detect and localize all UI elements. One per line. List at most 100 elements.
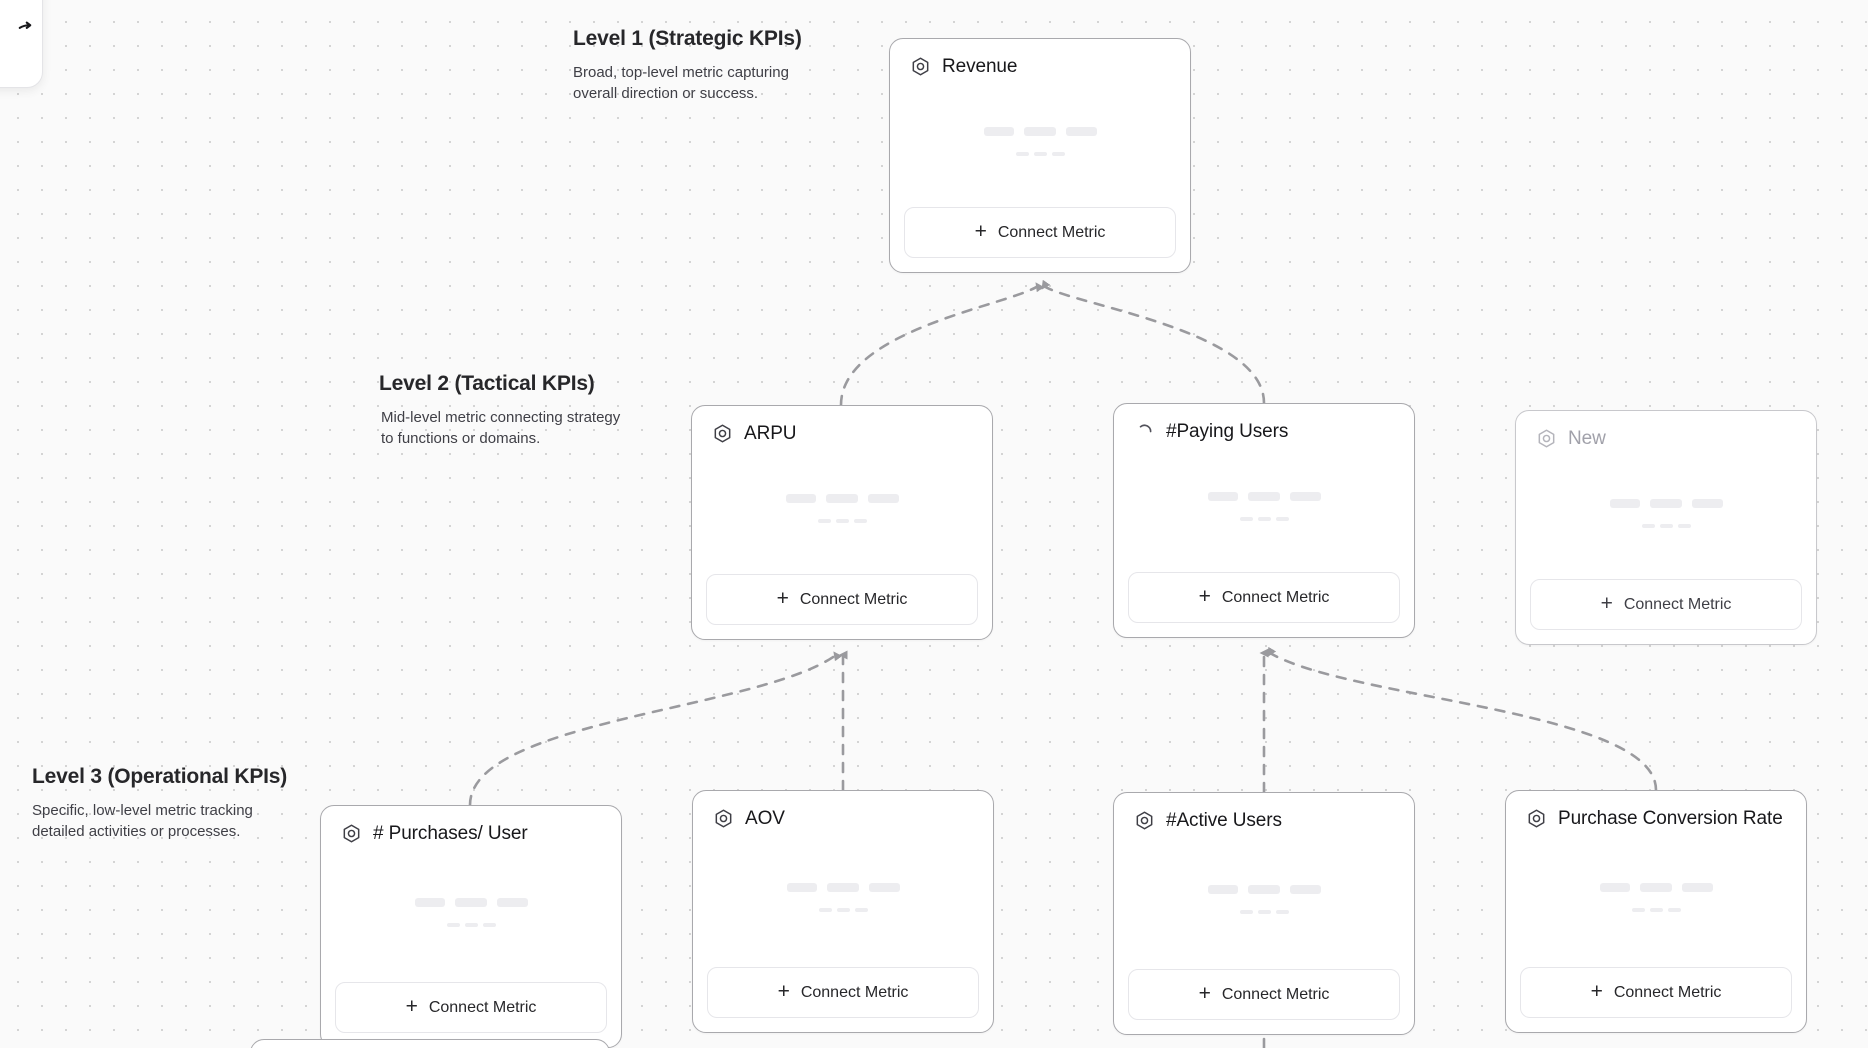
skeleton-bar	[868, 882, 900, 892]
skeleton-bar	[1681, 882, 1713, 892]
skeleton-bar	[1289, 884, 1321, 894]
skeleton-bar	[825, 493, 858, 503]
card-skeleton-body	[1506, 829, 1806, 967]
card-title: ARPU	[744, 423, 797, 444]
connect-metric-button[interactable]: + Connect Metric	[1128, 572, 1400, 623]
card-title: New	[1568, 428, 1606, 449]
level-3-descriptor: Level 3 (Operational KPIs) Specific, low…	[32, 765, 294, 843]
skeleton-bar	[1641, 523, 1655, 528]
skeleton-bar	[1207, 491, 1238, 501]
card-title: # Purchases/ User	[373, 823, 528, 844]
connect-metric-button[interactable]: + Connect Metric	[1520, 967, 1792, 1018]
skeleton-bar	[1207, 884, 1238, 894]
card-header: ARPU	[692, 406, 992, 444]
connect-metric-button[interactable]: + Connect Metric	[707, 967, 979, 1018]
card-skeleton-body	[1516, 449, 1816, 579]
card-skeleton-body	[693, 829, 993, 967]
skeleton-bar	[1609, 498, 1640, 508]
skeleton-bar	[836, 907, 850, 912]
skeleton-row-secondary	[446, 922, 496, 927]
level-2-title: Level 2 (Tactical KPIs)	[379, 372, 595, 395]
skeleton-bar	[1247, 884, 1280, 894]
metric-card-active-users[interactable]: #Active Users + Connect Metric	[1113, 792, 1415, 1035]
edge-purchases-to-arpu	[468, 651, 843, 807]
metric-card-paying-users[interactable]: #Paying Users + Connect Metric	[1113, 403, 1415, 638]
floating-panel-fragment[interactable]	[0, 0, 43, 88]
skeleton-bar	[496, 897, 528, 907]
skeleton-row-secondary	[1239, 516, 1289, 521]
skeleton-bar	[1239, 516, 1253, 521]
skeleton-row-primary	[1207, 884, 1321, 894]
metric-card-offscreen-partial[interactable]	[250, 1039, 610, 1048]
skeleton-row-primary	[414, 897, 528, 907]
level-2-descriptor: Level 2 (Tactical KPIs) Mid-level metric…	[379, 372, 629, 450]
skeleton-row-primary	[1207, 491, 1321, 501]
plus-icon: +	[1590, 980, 1603, 1003]
skeleton-bar	[1639, 882, 1672, 892]
connect-metric-label: Connect Metric	[997, 223, 1106, 241]
skeleton-bar	[1631, 907, 1645, 912]
card-skeleton-body	[1114, 442, 1414, 572]
connect-metric-button[interactable]: + Connect Metric	[335, 982, 607, 1033]
skeleton-row-secondary	[1239, 909, 1289, 914]
plus-icon: +	[1198, 982, 1211, 1005]
connect-metric-label: Connect Metric	[1221, 985, 1330, 1003]
connect-metric-button[interactable]: + Connect Metric	[1530, 579, 1802, 630]
card-header: AOV	[693, 791, 993, 829]
spinner-icon	[1139, 424, 1152, 433]
skeleton-bar	[785, 493, 816, 503]
plus-icon: +	[776, 587, 789, 610]
skeleton-bar	[1257, 516, 1271, 521]
plus-icon: +	[405, 995, 418, 1018]
skeleton-bar	[1599, 882, 1630, 892]
skeleton-bar	[464, 922, 478, 927]
skeleton-row-primary	[785, 493, 899, 503]
metric-card-purchase-conversion-rate[interactable]: Purchase Conversion Rate + Connect Metri…	[1505, 790, 1807, 1033]
skeleton-bar	[1033, 151, 1047, 156]
skeleton-bar	[1247, 491, 1280, 501]
skeleton-bar	[1649, 498, 1682, 508]
skeleton-row-primary	[1609, 498, 1723, 508]
skeleton-row-primary	[786, 882, 900, 892]
hexagon-icon	[1538, 429, 1555, 448]
metric-card-new[interactable]: New + Connect Metric	[1515, 410, 1817, 645]
connect-metric-label: Connect Metric	[428, 998, 537, 1016]
connect-metric-button[interactable]: + Connect Metric	[904, 207, 1176, 258]
plus-icon: +	[974, 220, 987, 243]
skeleton-bar	[482, 922, 496, 927]
hexagon-icon	[714, 424, 731, 443]
skeleton-bar	[1275, 516, 1289, 521]
skeleton-bar	[786, 882, 817, 892]
card-header: # Purchases/ User	[321, 806, 621, 844]
card-header: New	[1516, 411, 1816, 449]
skeleton-bar	[826, 882, 859, 892]
card-skeleton-body	[890, 77, 1190, 207]
plus-icon: +	[1600, 592, 1613, 615]
skeleton-bar	[446, 922, 460, 927]
metric-card-revenue[interactable]: Revenue + Connect Metric	[889, 38, 1191, 273]
hexagon-icon	[1528, 809, 1545, 828]
connect-metric-button[interactable]: + Connect Metric	[706, 574, 978, 625]
metric-card-arpu[interactable]: ARPU + Connect Metric	[691, 405, 993, 640]
card-header: #Active Users	[1114, 793, 1414, 831]
card-skeleton-body	[321, 844, 621, 982]
card-title: AOV	[745, 808, 785, 829]
metric-card-aov[interactable]: AOV + Connect Metric	[692, 790, 994, 1033]
card-skeleton-body	[692, 444, 992, 574]
card-title: Revenue	[942, 56, 1018, 77]
level-1-title: Level 1 (Strategic KPIs)	[573, 27, 802, 50]
metric-card-purchases-per-user[interactable]: # Purchases/ User + Connect Metric	[320, 805, 622, 1048]
card-skeleton-body	[1114, 831, 1414, 969]
connect-metric-label: Connect Metric	[799, 590, 908, 608]
connect-metric-button[interactable]: + Connect Metric	[1128, 969, 1400, 1020]
skeleton-bar	[1677, 523, 1691, 528]
skeleton-row-secondary	[1631, 907, 1681, 912]
skeleton-bar	[854, 907, 868, 912]
skeleton-row-primary	[983, 126, 1097, 136]
level-3-title: Level 3 (Operational KPIs)	[32, 765, 288, 788]
skeleton-bar	[818, 907, 832, 912]
card-header: Purchase Conversion Rate	[1506, 791, 1806, 829]
skeleton-bar	[1659, 523, 1673, 528]
level-1-description: Broad, top-level metric capturing overal…	[573, 64, 789, 103]
